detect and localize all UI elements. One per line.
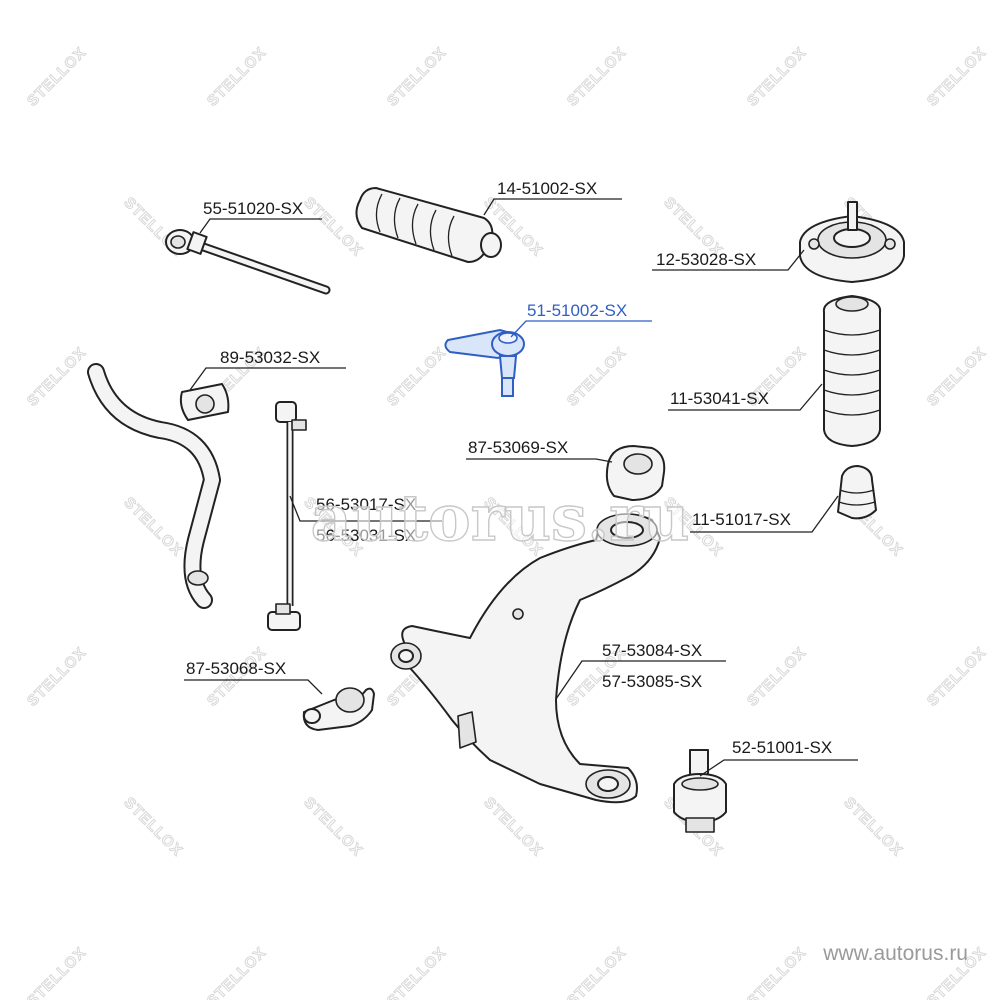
tie-rod-drawing [165,229,331,295]
watermark-brand-34: STELLOX [840,794,906,860]
stabilizer-bar-drawing [87,363,221,609]
watermark-brand-2: STELLOX [384,44,450,110]
dust-cover-drawing [822,295,882,447]
label-12-53028[interactable]: 12-53028-SX [656,250,756,269]
watermark-brand-40: STELLOX [744,944,810,1000]
control-arm-drawing [390,513,661,804]
watermark-brand-5: STELLOX [924,44,990,110]
watermark-brand-32: STELLOX [480,794,546,860]
watermark-brand-38: STELLOX [384,944,450,1000]
watermark-brand-12: STELLOX [24,344,90,410]
label-87-53069[interactable]: 87-53069-SX [468,438,568,457]
watermark-brand-0: STELLOX [24,44,90,110]
watermark-brand-3: STELLOX [564,44,630,110]
leader-lines [184,198,858,777]
watermark-brand-14: STELLOX [384,344,450,410]
watermark-brand-7: STELLOX [300,194,366,260]
label-57-53085[interactable]: 57-53085-SX [602,672,702,691]
arm-bushing-top-drawing [605,445,666,501]
steering-boot-drawing [355,187,502,263]
watermark-brand-30: STELLOX [120,794,186,860]
label-56-53031[interactable]: 56-53031-SX [316,526,416,545]
label-52-51001[interactable]: 52-51001-SX [732,738,832,757]
ball-joint-drawing [673,749,727,833]
label-14-51002[interactable]: 14-51002-SX [497,179,597,198]
watermark-brand-17: STELLOX [924,344,990,410]
label-89-53032[interactable]: 89-53032-SX [220,348,320,367]
watermark-brand-24: STELLOX [24,644,90,710]
label-55-51020[interactable]: 55-51020-SX [203,199,303,218]
stabilizer-bushing-drawing [179,383,230,421]
watermark-brand-18: STELLOX [120,494,186,560]
label-11-51017[interactable]: 11-51017-SX [692,510,791,529]
footer-url[interactable]: www.autorus.ru [822,942,968,965]
label-87-53068[interactable]: 87-53068-SX [186,659,286,678]
top-mount-drawing [799,201,905,283]
watermark-brand-4: STELLOX [744,44,810,110]
watermark-brand-36: STELLOX [24,944,90,1000]
watermark-brand-37: STELLOX [204,944,270,1000]
site-watermark: autorus.ru [310,481,689,556]
stabilizer-link-drawing [267,401,307,631]
watermark-brand-28: STELLOX [744,644,810,710]
watermark-brand-31: STELLOX [300,794,366,860]
label-57-53084[interactable]: 57-53084-SX [602,641,702,660]
tie-rod-end-drawing [444,328,525,397]
watermark-brand-15: STELLOX [564,344,630,410]
label-56-53017[interactable]: 56-53017-SX [316,495,416,514]
watermark-brand-39: STELLOX [564,944,630,1000]
arm-bushing-rear-drawing [302,687,375,731]
bump-stop-drawing [837,465,877,520]
watermark-brand-29: STELLOX [924,644,990,710]
watermark-brand-1: STELLOX [204,44,270,110]
label-11-53041[interactable]: 11-53041-SX [670,389,769,408]
label-51-51002-highlighted[interactable]: 51-51002-SX [527,301,627,320]
part-labels: 55-51020-SX 14-51002-SX 12-53028-SX 51-5… [186,179,832,757]
